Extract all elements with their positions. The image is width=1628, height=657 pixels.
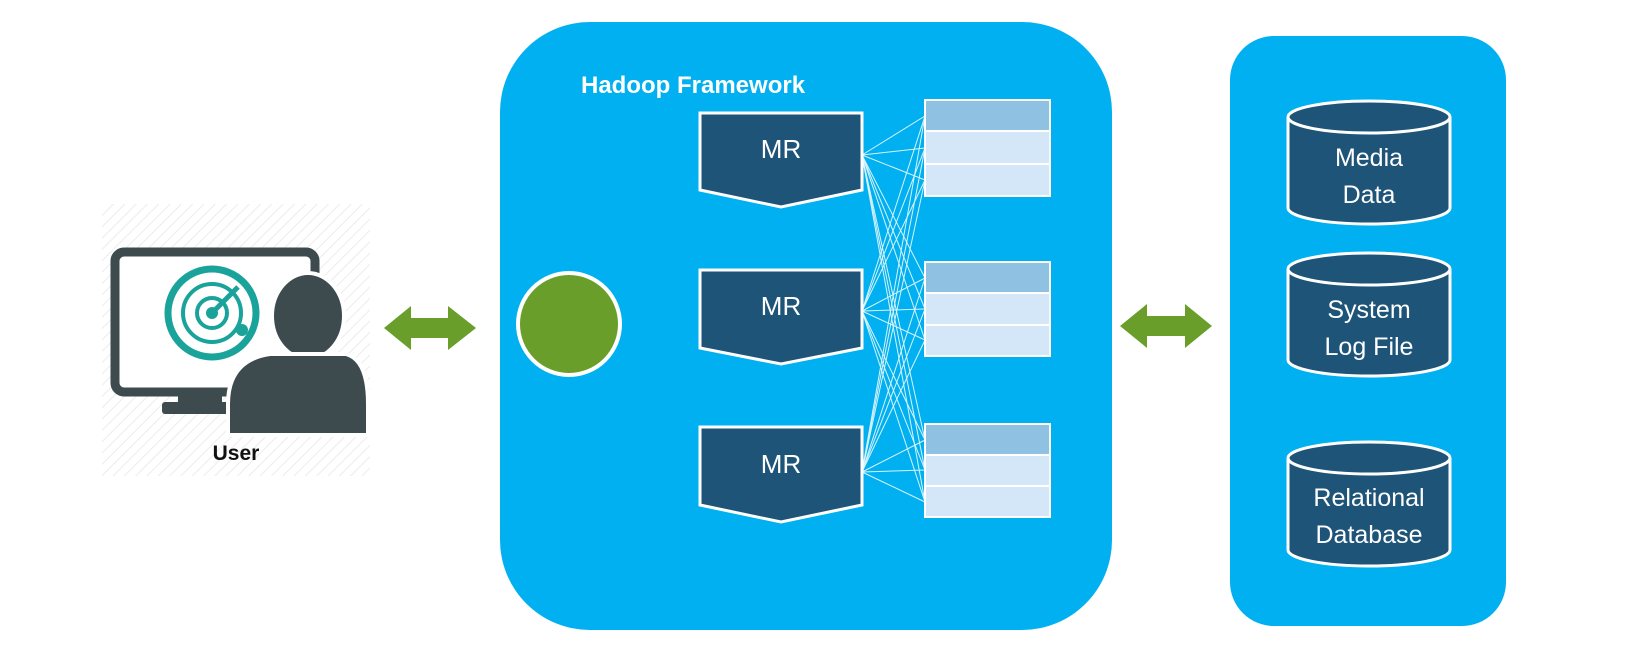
database-label: Database [1315, 521, 1422, 549]
mapreduce-label: MR [761, 449, 801, 479]
mapreduce-node: MR [698, 111, 864, 209]
database-label: Data [1343, 181, 1396, 209]
database-label: Media [1335, 144, 1403, 172]
data-sources-panel: Media Data System Log File Relational Da… [1230, 36, 1506, 626]
user-block: User [102, 204, 370, 476]
user-label: User [213, 442, 260, 465]
hadoop-framework-panel: Hadoop Framework [500, 22, 1112, 630]
database-icon: System Log File [1286, 251, 1452, 378]
database-label: Log File [1325, 333, 1414, 361]
connection-lines [861, 115, 926, 503]
framework-title: Hadoop Framework [581, 72, 806, 99]
mapreduce-node: MR [698, 268, 864, 366]
radar-icon [164, 265, 260, 361]
database-label: Relational [1313, 484, 1424, 512]
mapreduce-node: MR [698, 425, 864, 524]
person-icon [226, 271, 370, 437]
user-framework-arrow [384, 306, 476, 350]
database-label: System [1327, 296, 1410, 324]
database-icon: Relational Database [1286, 440, 1452, 568]
mapreduce-label: MR [761, 134, 801, 164]
database-icon: Media Data [1286, 99, 1452, 226]
mapreduce-label: MR [761, 291, 801, 321]
data-store [924, 423, 1051, 518]
hub-node [516, 271, 622, 377]
framework-sources-arrow [1120, 304, 1212, 348]
data-store [924, 261, 1051, 357]
data-store [924, 99, 1051, 197]
